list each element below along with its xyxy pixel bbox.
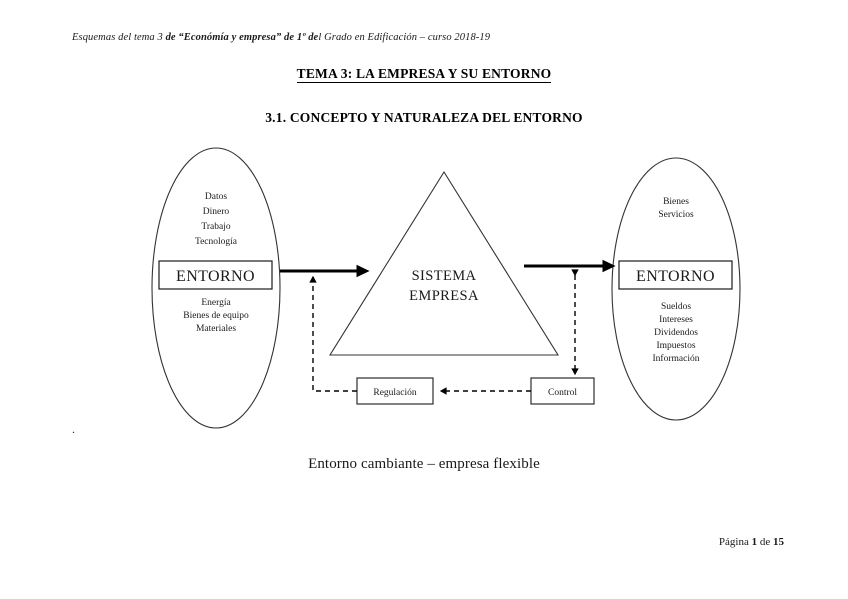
control-box	[530, 377, 595, 405]
right-entorno-label: ENTORNO	[636, 268, 715, 285]
left-input-item: Datos	[205, 192, 227, 202]
left-input-item: Materiales	[196, 324, 236, 334]
right-output-item: Información	[653, 353, 700, 364]
page-title-text: TEMA 3: LA EMPRESA Y SU ENTORNO	[296, 66, 552, 83]
control-label: Control	[548, 388, 577, 398]
company-system-triangle	[329, 170, 559, 356]
left-input-item: Tecnología	[195, 237, 238, 247]
right-output-item: Intereses	[659, 315, 693, 325]
left-entorno-label: ENTORNO	[176, 268, 255, 285]
right-output-item: Sueldos	[661, 302, 691, 312]
regulation-label: Regulación	[373, 388, 417, 398]
system-label-line2: EMPRESA	[409, 288, 479, 304]
right-output-item: Impuestos	[656, 341, 695, 351]
diagram-caption: Entorno cambiante – empresa flexible	[308, 456, 540, 472]
footer-page-number: 1	[751, 536, 758, 548]
header-prefix: Esquemas del tema 3	[72, 32, 166, 43]
stray-period-mark: .	[72, 422, 75, 436]
right-outputs-top-list: Bienes Servicios	[658, 197, 694, 220]
left-environment-ellipse	[151, 147, 281, 429]
right-environment-ellipse	[611, 157, 741, 421]
left-input-item: Energía	[201, 298, 231, 308]
page-footer: Página 1 de 15	[719, 536, 784, 548]
left-input-item: Dinero	[203, 207, 230, 217]
right-outputs-bottom-list: Sueldos Intereses Dividendos Impuestos I…	[653, 302, 700, 364]
right-output-item: Servicios	[658, 210, 694, 220]
footer-prefix: Página	[718, 536, 752, 548]
document-header: Esquemas del tema 3 de “Económía y empre…	[72, 32, 490, 43]
system-label-line1: SISTEMA	[412, 268, 477, 284]
left-inputs-bottom-list: Energía Bienes de equipo Materiales	[183, 298, 249, 334]
left-inputs-top-list: Datos Dinero Trabajo Tecnología	[195, 192, 238, 247]
left-input-item: Trabajo	[201, 222, 230, 232]
right-entorno-box	[618, 260, 733, 290]
footer-total-pages: 15	[773, 536, 784, 548]
right-output-item: Bienes	[663, 197, 689, 207]
left-entorno-box	[158, 260, 273, 290]
left-input-item: Bienes de equipo	[183, 311, 249, 321]
footer-middle: de	[757, 536, 773, 548]
regulation-box	[356, 377, 434, 405]
regulation-feedback-arrow	[309, 275, 357, 392]
section-heading: 3.1. CONCEPTO Y NATURALEZA DEL ENTORNO	[265, 110, 583, 125]
page-title: TEMA 3: LA EMPRESA Y SU ENTORNO	[0, 66, 848, 83]
header-bold-part: de “Económía y empresa” de 1º de	[165, 32, 319, 43]
header-suffix: l Grado en Edificación – curso 2018-19	[318, 32, 491, 43]
right-output-item: Dividendos	[654, 328, 698, 338]
